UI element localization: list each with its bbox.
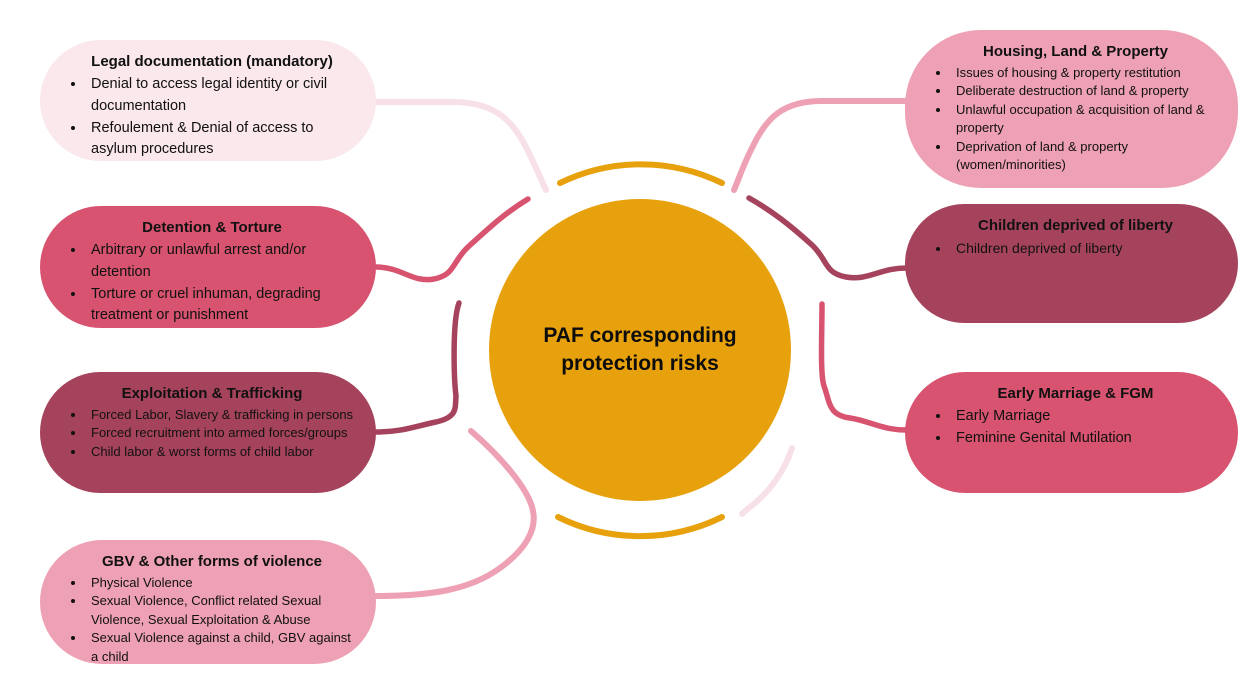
risk-item: Forced Labor, Slavery & trafficking in p…	[86, 406, 358, 424]
risk-item: Child labor & worst forms of child labor	[86, 443, 358, 461]
center-circle	[489, 199, 791, 501]
risk-box-title: Detention & Torture	[142, 219, 282, 236]
risk-item: Early Marriage	[951, 406, 1220, 428]
connector-detention-torture	[373, 196, 531, 283]
risk-box-items: Issues of housing & property restitution…	[931, 64, 1220, 175]
center-circle-label: PAF corresponding protection risks	[543, 324, 737, 376]
risk-box-items: Children deprived of liberty	[931, 238, 1220, 259]
risk-item: Deprivation of land & property (women/mi…	[951, 138, 1220, 175]
connector-housing-land-property	[731, 98, 909, 193]
risk-box-gbv-other-forms-of-violence: GBV & Other forms of violence Physical V…	[40, 540, 376, 664]
risk-item: Sexual Violence against a child, GBV aga…	[86, 629, 358, 666]
risk-item: Deliberate destruction of land & propert…	[951, 82, 1220, 100]
connector-children-deprived-of-liberty	[746, 195, 909, 281]
connector-early-marriage-fgm	[818, 301, 909, 433]
risk-box-items: Forced Labor, Slavery & trafficking in p…	[66, 406, 358, 461]
risk-box-children-deprived-of-liberty: Children deprived of liberty Children de…	[905, 204, 1238, 323]
risk-box-exploitation-trafficking: Exploitation & Trafficking Forced Labor,…	[40, 372, 376, 493]
risk-item: Refoulement & Denial of access to asylum…	[86, 118, 358, 162]
risk-box-legal-documentation: Legal documentation (mandatory) Denial t…	[40, 40, 376, 161]
risk-item: Unlawful occupation & acquisition of lan…	[951, 101, 1220, 138]
risk-box-title: GBV & Other forms of violence	[101, 553, 323, 570]
risk-box-title: Exploitation & Trafficking	[121, 385, 303, 402]
risk-box-housing-land-property: Housing, Land & Property Issues of housi…	[905, 30, 1238, 188]
connector-exploitation-trafficking	[373, 300, 462, 435]
risk-box-items: Arbitrary or unlawful arrest and/or dete…	[66, 240, 358, 327]
risk-item: Denial to access legal identity or civil…	[86, 74, 358, 118]
risk-box-early-marriage-fgm: Early Marriage & FGM Early Marriage Femi…	[905, 372, 1238, 493]
risk-box-title: Early Marriage & FGM	[997, 385, 1154, 402]
risk-box-title: Legal documentation (mandatory)	[91, 53, 333, 70]
risk-box-detention-torture: Detention & Torture Arbitrary or unlawfu…	[40, 206, 376, 328]
arc-bottom-orange	[555, 514, 725, 540]
risk-box-title: Housing, Land & Property	[982, 43, 1168, 60]
risk-box-items: Early Marriage Feminine Genital Mutilati…	[931, 406, 1220, 450]
arc-top-orange	[557, 161, 725, 186]
risk-box-title: Children deprived of liberty	[977, 217, 1174, 234]
risk-item: Physical Violence	[86, 574, 358, 592]
risk-item: Sexual Violence, Conflict related Sexual…	[86, 592, 358, 629]
arc-bottom-right-lightpink	[739, 445, 795, 517]
risk-item: Issues of housing & property restitution	[951, 64, 1220, 82]
risk-box-items: Physical Violence Sexual Violence, Confl…	[66, 574, 358, 666]
risk-item: Torture or cruel inhuman, degrading trea…	[86, 284, 358, 328]
risk-box-items: Denial to access legal identity or civil…	[66, 74, 358, 161]
connector-gbv-other-forms-of-violence	[373, 428, 537, 599]
risk-item: Children deprived of liberty	[951, 238, 1220, 259]
risk-item: Arbitrary or unlawful arrest and/or dete…	[86, 240, 358, 284]
risk-item: Feminine Genital Mutilation	[951, 428, 1220, 450]
risk-item: Forced recruitment into armed forces/gro…	[86, 424, 358, 442]
connector-legal-documentation	[373, 99, 549, 193]
